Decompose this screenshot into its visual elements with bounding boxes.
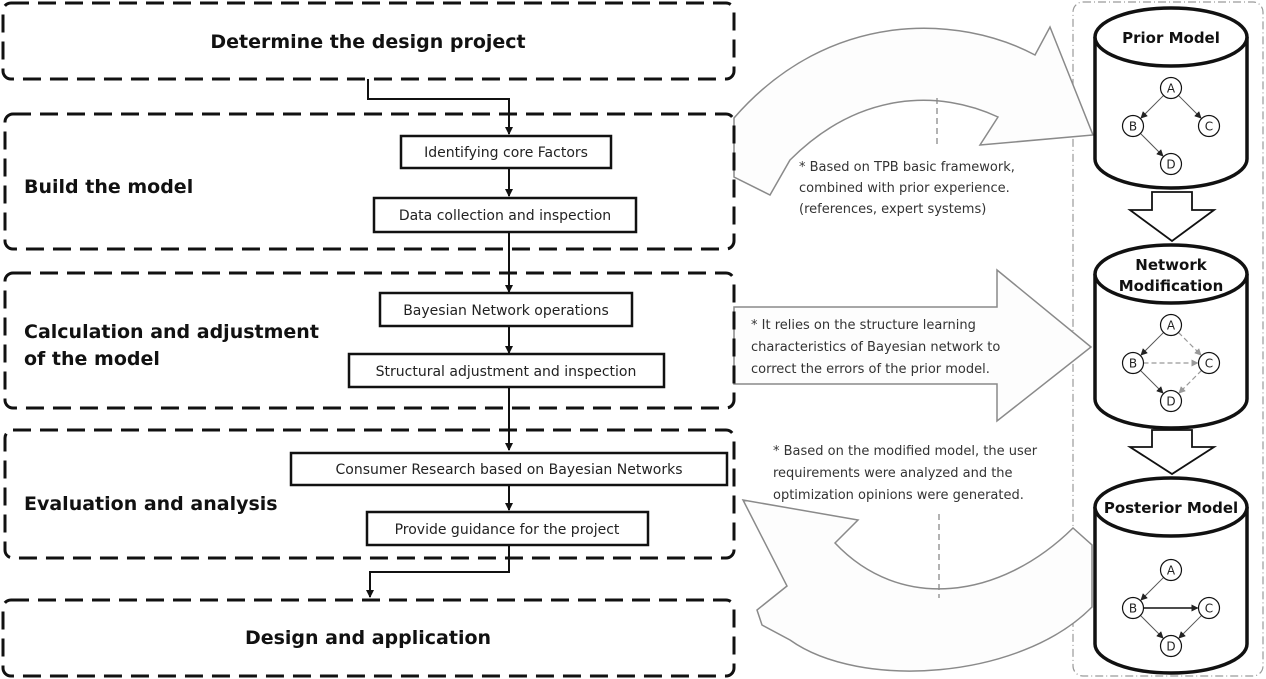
node-label: B [1129,602,1137,616]
stage-build-label: Build the model [24,176,193,198]
node-label: C [1205,357,1213,371]
note-posterior: * Based on the modified model, the user … [773,444,1038,503]
stage-calc-label-line2: of the model [24,348,160,370]
cylinder-title: Prior Model [1122,29,1220,47]
node-A [1159,313,1183,337]
note-line: requirements were analyzed and the [773,466,1013,481]
node-label: D [1166,158,1175,172]
node-label: B [1129,120,1137,134]
note-line: * Based on TPB basic framework, [799,160,1015,175]
down-arrow-prior-to-modification [1127,191,1217,243]
cylinder-title: Modification [1119,277,1224,295]
note-line: optimization opinions were generated. [773,488,1024,503]
node-A [1159,76,1183,100]
step-data-collection: Data collection and inspection [372,196,638,234]
stage-design-label: Design and application [245,627,491,649]
step-text: Consumer Research based on Bayesian Netw… [335,462,682,478]
cylinder-body [1093,37,1249,190]
edge-B-D [1140,615,1164,639]
note-line: (references, expert systems) [799,202,986,217]
node-B [1121,351,1145,375]
cylinder-title: Posterior Model [1104,499,1238,517]
edge-B-D [1140,133,1164,157]
step-text: Structural adjustment and inspection [376,364,637,380]
step-bayesian-network-operations: Bayesian Network operations [378,291,634,328]
stage-calc-box [3,271,736,410]
node-B [1121,596,1145,620]
edge-C-D [1178,370,1202,394]
note-line: characteristics of Bayesian network to [751,340,1000,355]
stage-eval-label: Evaluation and analysis [24,493,278,515]
cylinder-body [1093,507,1249,675]
node-C [1197,351,1221,375]
edge-C-D [1178,615,1202,639]
stage-determine-box [1,1,736,81]
cylinder-top [1093,476,1249,538]
step-text: Identifying core Factors [424,145,588,161]
stage-calc-label-line1: Calculation and adjustment [24,321,319,343]
step-text: Bayesian Network operations [403,303,609,319]
curved-arrow-posterior [741,499,1093,672]
cylinder-top [1093,6,1249,68]
step-provide-guidance: Provide guidance for the project [365,510,650,547]
stage-design-box [1,598,736,678]
node-A [1159,558,1183,582]
note-line: * It relies on the structure learning [751,318,976,333]
connector-determine-to-build [367,79,513,135]
note-modification: * It relies on the structure learning ch… [751,318,1000,377]
step-text: Provide guidance for the project [395,522,620,538]
down-arrow-modification-to-posterior [1126,429,1218,476]
node-label: A [1167,82,1176,96]
node-label: A [1167,564,1176,578]
stage-determine-label: Determine the design project [210,31,525,53]
node-C [1197,114,1221,138]
node-D [1159,389,1183,413]
node-label: D [1166,395,1175,409]
node-label: A [1167,319,1176,333]
edge-A-B [1140,332,1164,356]
node-label: D [1166,640,1175,654]
edge-B-D [1140,370,1164,394]
cylinder-top [1093,243,1249,305]
note-line: correct the errors of the prior model. [751,362,990,377]
curved-arrow-prior [733,25,1095,196]
note-prior: * Based on TPB basic framework, combined… [799,160,1015,217]
cylinder-body [1093,274,1249,430]
node-label: B [1129,357,1137,371]
stage-eval-box [3,428,736,560]
node-D [1159,152,1183,176]
node-label: C [1205,602,1213,616]
node-B [1121,114,1145,138]
node-C [1197,596,1221,620]
node-label: C [1205,120,1213,134]
connector-eval-to-design [366,545,510,598]
step-consumer-research: Consumer Research based on Bayesian Netw… [289,451,729,487]
step-identifying-core-factors: Identifying core Factors [399,134,613,170]
step-structural-adjustment: Structural adjustment and inspection [347,352,666,389]
edge-A-C [1178,95,1202,119]
stage-build-box [3,112,736,251]
edge-A-C [1178,332,1202,356]
straight-arrow-modification [733,268,1093,423]
node-D [1159,634,1183,658]
edge-A-B [1140,577,1164,601]
edge-A-B [1140,95,1164,119]
cylinder-title: Network [1135,256,1207,274]
note-line: * Based on the modified model, the user [773,444,1038,459]
step-text: Data collection and inspection [399,208,611,224]
note-line: combined with prior experience. [799,181,1010,196]
